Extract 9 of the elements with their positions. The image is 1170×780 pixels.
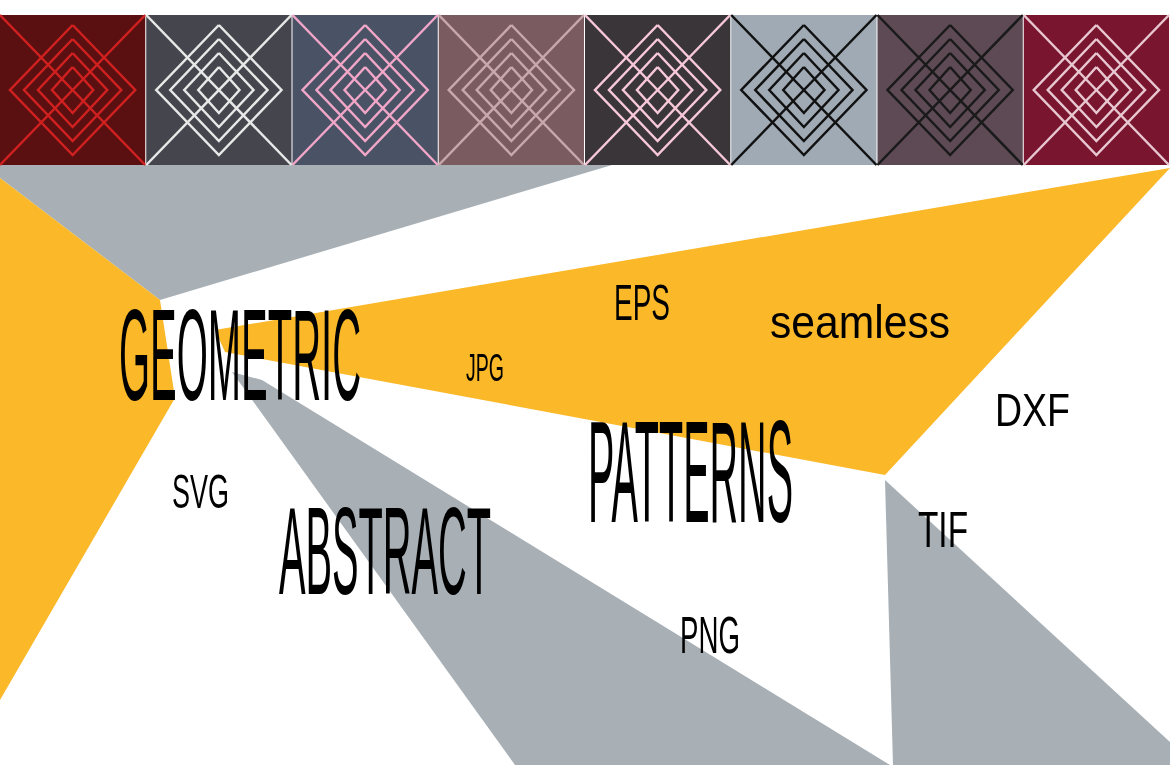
caption-word: seamless xyxy=(770,299,950,345)
caption-word: PATTERNS xyxy=(587,399,793,545)
caption-word: TIF xyxy=(918,505,968,555)
caption-word: PNG xyxy=(680,609,740,661)
caption-word: EPS xyxy=(614,278,670,328)
caption-word: JPG xyxy=(466,349,504,387)
caption-word: DXF xyxy=(994,387,1070,433)
caption-word: SVG xyxy=(171,468,229,516)
caption-word: ABSTRACT xyxy=(279,487,491,613)
